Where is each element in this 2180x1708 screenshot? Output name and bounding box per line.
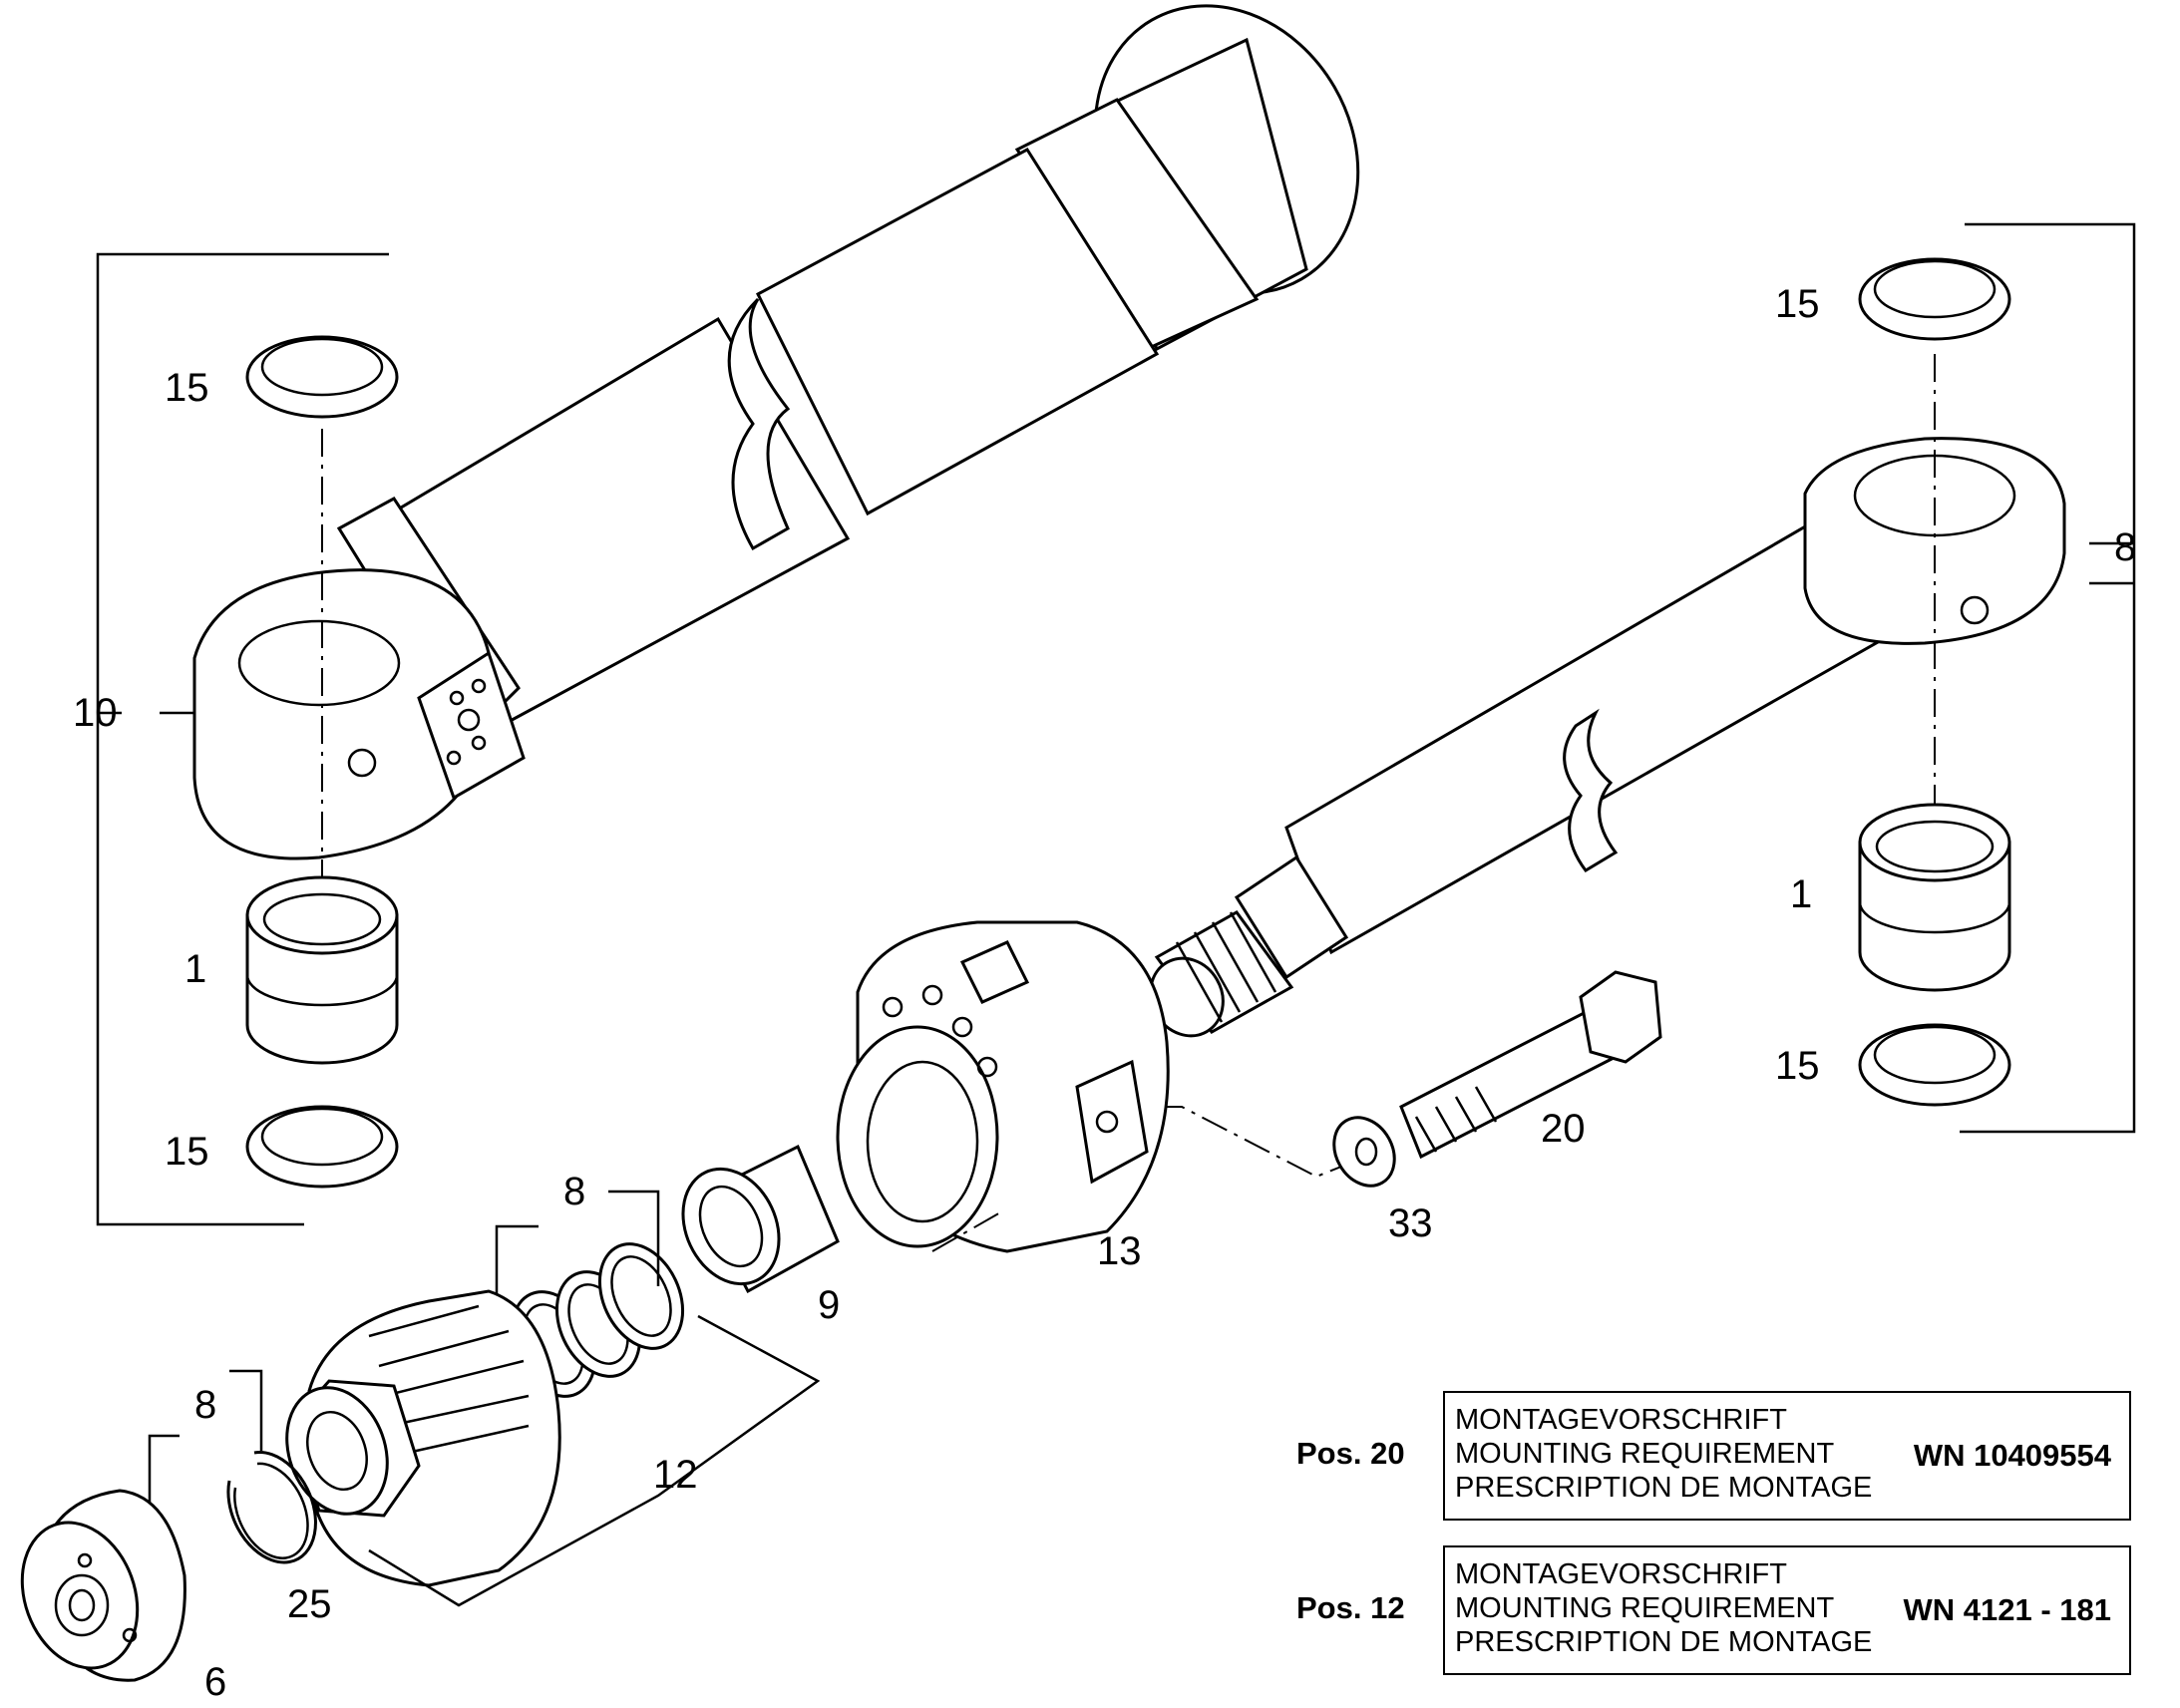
callout-15-bottom-right: 15 xyxy=(1775,1044,1820,1088)
guide-nut-12 xyxy=(285,1289,561,1587)
bushing-1-left xyxy=(245,875,399,1065)
callout-8-low: 8 xyxy=(194,1383,216,1427)
piston-head-13 xyxy=(836,920,1170,1253)
note-line-de: MONTAGEVORSCHRIFT xyxy=(1455,1558,1787,1590)
mounting-note-pos-12: MONTAGEVORSCHRIFT MOUNTING REQUIREMENT P… xyxy=(1443,1545,2131,1675)
note-line-fr: PRESCRIPTION DE MONTAGE xyxy=(1455,1472,1873,1504)
callout-8-mid: 8 xyxy=(563,1170,585,1213)
note-code-20: WN 10409554 xyxy=(1913,1438,2111,1473)
bracket-8-mid xyxy=(495,1224,539,1316)
callout-13: 13 xyxy=(1097,1229,1142,1273)
bracket-8-low xyxy=(148,1434,180,1526)
callout-12: 12 xyxy=(653,1453,698,1497)
end-plug-6 xyxy=(20,1489,186,1682)
callout-6: 6 xyxy=(204,1660,226,1704)
axis-piston xyxy=(931,1210,1003,1252)
snap-ring-25 xyxy=(226,1451,317,1564)
callout-20: 20 xyxy=(1541,1107,1586,1151)
note-line-fr: PRESCRIPTION DE MONTAGE xyxy=(1455,1626,1873,1658)
seal-ring-15-top-right xyxy=(1858,257,2011,341)
seal-ring-15-bottom-left xyxy=(245,1105,399,1189)
callout-1-right: 1 xyxy=(1790,872,1812,916)
note-line-en: MOUNTING REQUIREMENT xyxy=(1455,1438,1835,1470)
bracket-8-right xyxy=(1960,222,2136,1134)
axis-bolt xyxy=(1157,1106,1342,1179)
note-code-12: WN 4121 - 181 xyxy=(1903,1592,2112,1627)
callout-9: 9 xyxy=(818,1283,840,1327)
note-line-en: MOUNTING REQUIREMENT xyxy=(1455,1592,1835,1624)
seal-ring-15-bottom-right xyxy=(1858,1023,2011,1107)
bushing-9 xyxy=(681,1144,840,1294)
callout-8-right: 8 xyxy=(2114,525,2136,569)
note-pos-label-20: Pos. 20 xyxy=(1296,1436,1405,1471)
callout-15-top-left: 15 xyxy=(165,366,209,410)
callout-15-top-right: 15 xyxy=(1775,282,1820,326)
bracket-10 xyxy=(96,252,389,1226)
bracket-12 xyxy=(368,1314,821,1607)
bushing-1-right xyxy=(1858,803,2011,992)
cylinder-tube xyxy=(192,4,1360,860)
piston-rod xyxy=(1149,437,2066,1038)
note-line-de: MONTAGEVORSCHRIFT xyxy=(1455,1404,1787,1436)
bolt-20 xyxy=(1399,970,1662,1160)
callout-10: 10 xyxy=(73,691,118,735)
callout-15-bottom-left: 15 xyxy=(165,1130,209,1174)
callout-33: 33 xyxy=(1388,1201,1433,1245)
callout-25: 25 xyxy=(287,1582,332,1626)
note-pos-label-12: Pos. 12 xyxy=(1296,1590,1405,1625)
callout-1-left: 1 xyxy=(184,947,206,991)
seal-ring-15-top-left xyxy=(245,335,399,419)
mounting-note-pos-20: MONTAGEVORSCHRIFT MOUNTING REQUIREMENT P… xyxy=(1443,1391,2131,1521)
washer-33 xyxy=(1332,1116,1396,1188)
